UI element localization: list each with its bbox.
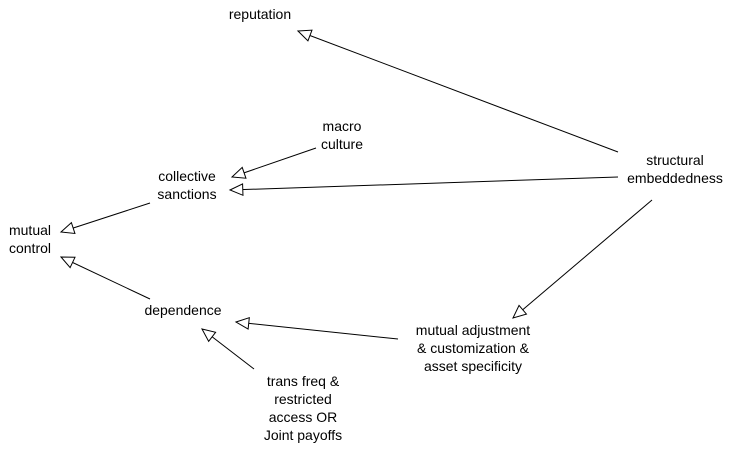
edges-layer xyxy=(59,29,653,370)
nodes-layer: reputation macro culture collective sanction… xyxy=(9,6,723,443)
edge-line xyxy=(512,199,653,319)
edge-structural-embeddedness-to-reputation xyxy=(296,29,619,153)
node-label-line: dependence xyxy=(144,302,221,318)
arrowhead-icon xyxy=(59,221,76,235)
arrowhead-icon xyxy=(230,166,247,179)
edge-dependence-to-mutual-control xyxy=(59,256,151,300)
node-label-line: culture xyxy=(321,136,363,152)
edge-line xyxy=(60,256,151,300)
arrowhead-icon xyxy=(228,183,244,197)
node-label-line: sanctions xyxy=(157,186,216,202)
node-label-line: mutual adjustment xyxy=(416,322,531,338)
node-mutual-control: mutual control xyxy=(9,222,51,256)
edge-line xyxy=(60,202,151,233)
edge-line xyxy=(297,30,619,153)
edge-trans-freq-to-dependence xyxy=(201,328,255,370)
node-label-line: restricted xyxy=(274,391,332,407)
arrowhead-icon xyxy=(201,328,217,343)
arrowhead-icon xyxy=(59,256,76,269)
node-structural-embeddedness: structural embeddedness xyxy=(627,152,723,186)
node-label-line: collective xyxy=(158,168,216,184)
node-label-line: macro xyxy=(323,118,362,134)
node-label-line: Joint payoffs xyxy=(264,427,342,443)
edge-line xyxy=(229,176,619,191)
node-label-line: asset specificity xyxy=(424,358,522,374)
node-label-line: access OR xyxy=(269,409,337,425)
node-trans-freq: trans freq & restricted access OR Joint pay… xyxy=(264,373,342,443)
node-label-line: mutual xyxy=(9,222,51,238)
node-label-line: control xyxy=(9,240,51,256)
edge-macro-culture-to-collective-sanctions xyxy=(230,147,317,179)
edge-structural-embeddedness-to-mutual-adjustment xyxy=(512,199,653,319)
node-label-line: trans freq & xyxy=(267,373,340,389)
edge-collective-sanctions-to-mutual-control xyxy=(59,202,151,235)
node-macro-culture: macro culture xyxy=(321,118,363,152)
node-label-line: structural xyxy=(646,152,704,168)
node-collective-sanctions: collective sanctions xyxy=(157,168,216,202)
arrowhead-icon xyxy=(234,316,250,330)
node-mutual-adjustment: mutual adjustment & customization & asset … xyxy=(416,322,531,374)
node-label-line: & customization & xyxy=(417,340,530,356)
node-reputation: reputation xyxy=(229,6,291,22)
arrowhead-icon xyxy=(512,304,528,319)
node-label-line: embeddedness xyxy=(627,170,723,186)
arrowhead-icon xyxy=(296,29,313,42)
node-label-line: reputation xyxy=(229,6,291,22)
edge-structural-embeddedness-to-collective-sanctions xyxy=(228,176,619,197)
edge-mutual-adjustment-to-dependence xyxy=(234,316,399,340)
node-dependence: dependence xyxy=(144,302,221,318)
edge-line xyxy=(235,321,399,340)
edge-line xyxy=(231,147,317,178)
